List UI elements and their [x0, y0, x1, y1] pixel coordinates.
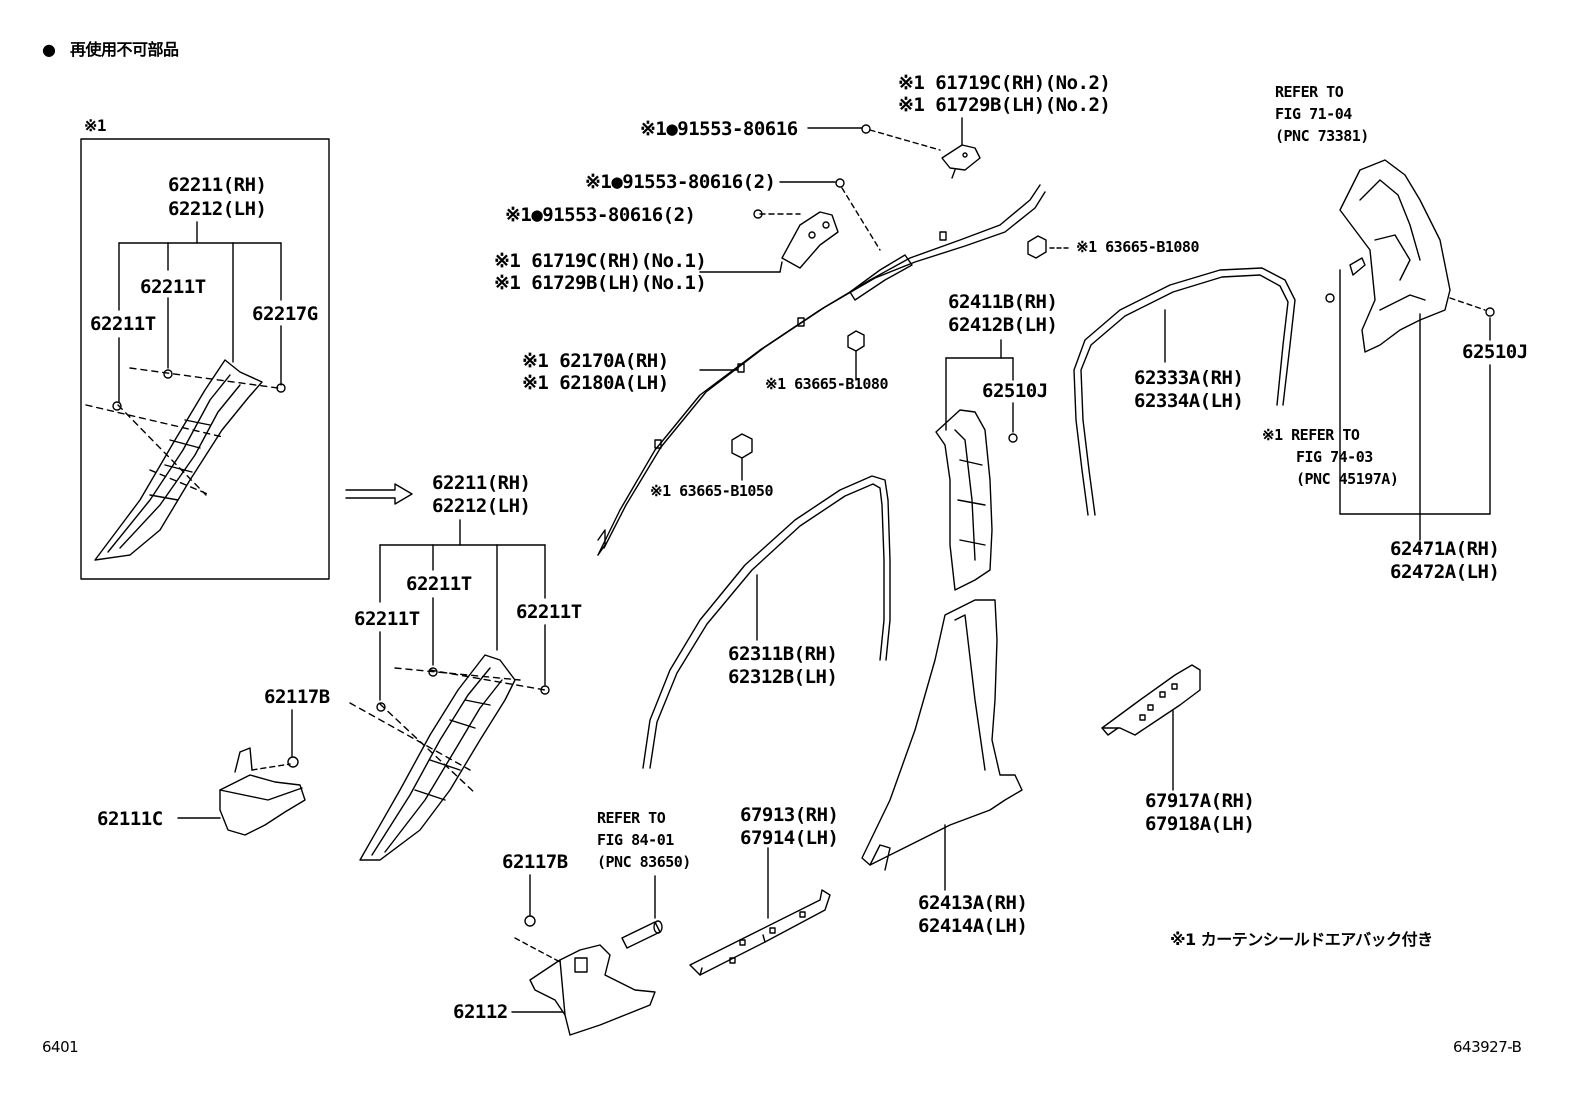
scuff-plate-front-rh-label: 67913(RH) [740, 804, 839, 826]
center-pillar-upper-shape [935, 409, 993, 591]
scuff-plate-rear-rh-label: 67917A(RH) [1145, 790, 1255, 812]
center-pillar-lower-shape [861, 599, 1023, 871]
inset-pillar-rh-label: 62211(RH) [168, 174, 267, 196]
inset-clip-t-left-label: 62211T [90, 313, 156, 335]
clip-b-upper-shape [287, 756, 299, 768]
inset-frame [80, 138, 330, 580]
kick-panel-label: 62112 [453, 1001, 508, 1023]
refer-71-line3: (PNC 73381) [1275, 127, 1369, 145]
bracket-no2-rh-label: ※1 61719C(RH)(No.2) [898, 72, 1111, 94]
roof-trim-rh-label: ※1 62170A(RH) [522, 350, 669, 372]
refer-84-line2: FIG 84-01 [597, 831, 674, 849]
scuff-plate-front-shape [689, 889, 831, 976]
refer-74-line2: FIG 74-03 [1296, 448, 1373, 466]
center-pillar-lower-rh-label: 62413A(RH) [918, 892, 1028, 914]
clip-63665-mid-shape [847, 330, 865, 352]
airbag-note: ※1 カーテンシールドエアバック付き [1170, 930, 1433, 949]
scuff-plate-front-lh-label: 67914(LH) [740, 827, 839, 849]
refer-71-line1: REFER TO [1275, 83, 1344, 101]
inset-mark: ※1 [84, 116, 107, 135]
roof-side-trim-shape [597, 184, 1046, 556]
refer-84-line1: REFER TO [597, 809, 666, 827]
quarter-trim-lh-label: 62472A(LH) [1390, 561, 1500, 583]
page-number: 6401 [42, 1038, 79, 1056]
kick-panel-shape [529, 944, 656, 1036]
front-pillar-garnish [359, 654, 550, 861]
door-weatherstrip-rear-lh-label: 62334A(LH) [1134, 390, 1244, 412]
inset-arrow [345, 483, 413, 505]
clip-63665-top-shape [1027, 235, 1047, 259]
refer-74-line1: ※1 REFER TO [1262, 426, 1360, 444]
fastener-91553-a-label: ※1●91553-80616 [640, 118, 798, 140]
clip-63665-mid-label: ※1 63665-B1080 [765, 375, 888, 393]
clip-t-right-label: 62211T [516, 601, 582, 623]
inset-leader-lines [118, 221, 282, 403]
pillar-lh-label: 62212(LH) [432, 495, 531, 517]
legend-non-reusable: 再使用不可部品 [70, 40, 179, 59]
clip-b-lower-label: 62117B [502, 851, 568, 873]
legend-bullet: ● [42, 40, 56, 59]
refer-71-line2: FIG 71-04 [1275, 105, 1352, 123]
center-pillar-lower-lh-label: 62414A(LH) [918, 915, 1028, 937]
rear-door-weatherstrip-shape [1073, 267, 1296, 516]
door-weatherstrip-rear-rh-label: 62333A(RH) [1134, 367, 1244, 389]
center-pillar-upper-rh-label: 62411B(RH) [948, 291, 1058, 313]
drawing-number: 643927-B [1453, 1038, 1522, 1056]
cowl-side-trim-label: 62111C [97, 808, 163, 830]
clip-j-center-label: 62510J [982, 380, 1048, 402]
fastener-91553-b-label: ※1●91553-80616(2) [585, 171, 776, 193]
clip-b-upper-label: 62117B [264, 686, 330, 708]
clip-63665-b1050-label: ※1 63665-B1050 [650, 482, 773, 500]
refer-74-line3: (PNC 45197A) [1296, 470, 1399, 488]
roof-trim-lh-label: ※1 62180A(LH) [522, 372, 669, 394]
clip-b-lower-shape [524, 915, 536, 927]
inset-front-pillar-garnish [94, 359, 286, 561]
bracket-no1-shape [781, 211, 839, 269]
quarter-trim-shape [1339, 159, 1451, 353]
bracket-no1-rh-label: ※1 61719C(RH)(No.1) [494, 250, 707, 272]
cowl-side-trim-shape [219, 747, 306, 836]
quarter-trim-rh-label: 62471A(RH) [1390, 538, 1500, 560]
front-door-weatherstrip-shape [642, 475, 891, 769]
inset-clip-g-label: 62217G [252, 303, 318, 325]
center-pillar-upper-lh-label: 62412B(LH) [948, 314, 1058, 336]
clip-t-mid-label: 62211T [406, 573, 472, 595]
refer-84-line3: (PNC 83650) [597, 853, 691, 871]
bracket-no2-shape [941, 144, 981, 179]
clip-63665-top-label: ※1 63665-B1080 [1076, 238, 1199, 256]
clip-j-right-shape [1485, 307, 1495, 317]
clip-63665-b1050-shape [731, 433, 753, 459]
bracket-no2-lh-label: ※1 61729B(LH)(No.2) [898, 94, 1111, 116]
inset-pillar-lh-label: 62212(LH) [168, 198, 267, 220]
pillar-dashed-lines [349, 667, 546, 794]
clip-j-center-shape [1008, 433, 1018, 443]
fastener-91553-c-label: ※1●91553-80616(2) [505, 204, 696, 226]
clip-j-right-label: 62510J [1462, 341, 1528, 363]
door-weatherstrip-front-lh-label: 62312B(LH) [728, 666, 838, 688]
scuff-plate-rear-lh-label: 67918A(LH) [1145, 813, 1255, 835]
pin-shape [621, 920, 663, 949]
bracket-no1-lh-label: ※1 61729B(LH)(No.1) [494, 272, 707, 294]
inset-clip-t-right-label: 62211T [140, 276, 206, 298]
inset-dashed-lines [85, 367, 279, 496]
scuff-plate-rear-shape [1101, 664, 1201, 736]
pillar-leader-lines [379, 519, 546, 701]
clip-t-left-label: 62211T [354, 608, 420, 630]
door-weatherstrip-front-rh-label: 62311B(RH) [728, 643, 838, 665]
pillar-rh-label: 62211(RH) [432, 472, 531, 494]
